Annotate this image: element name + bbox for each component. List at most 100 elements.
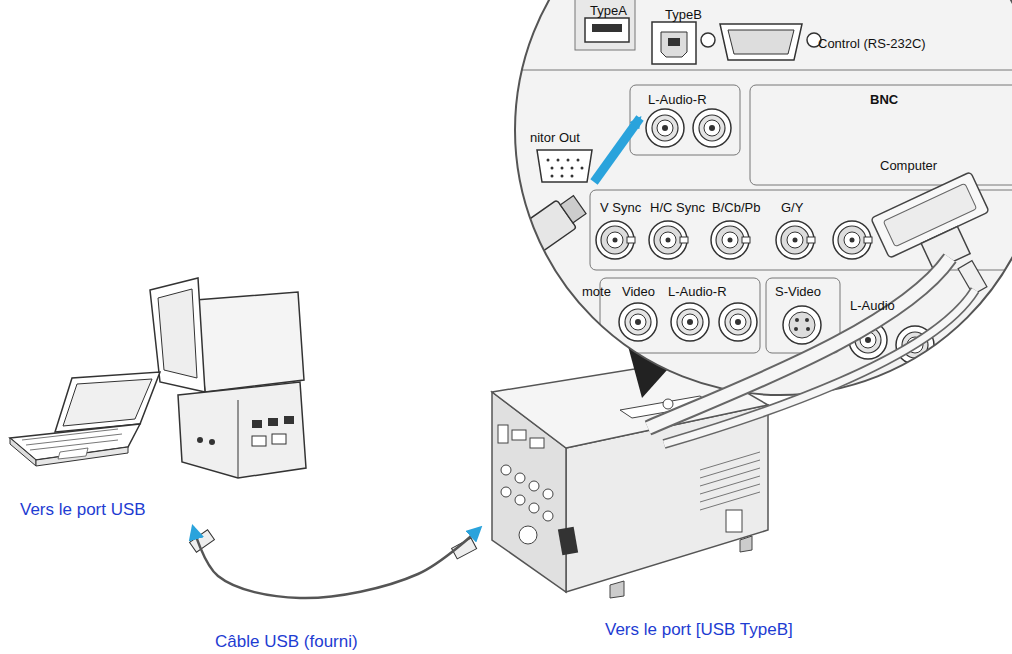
port-caption: Vers le port [USB TypeB] — [605, 620, 793, 640]
zoom-view-part — [776, 221, 815, 259]
zoom-view-part-part — [462, 242, 521, 291]
zoom-view-part — [833, 221, 872, 259]
laptop-part — [26, 434, 122, 445]
zoom-view-part — [661, 32, 687, 57]
zoom-view-part — [619, 303, 657, 341]
zoom-view-part — [701, 33, 715, 47]
zoom-view-part — [567, 159, 570, 162]
laptop-part — [36, 447, 128, 466]
connector-label: TypeA — [590, 3, 627, 18]
projector-part — [501, 487, 511, 497]
zoom-view-part — [750, 85, 1012, 185]
zoom-view-part — [671, 303, 709, 341]
zoom-view-part — [711, 221, 750, 259]
projector-part — [726, 510, 742, 532]
projector-part — [501, 465, 511, 475]
usb-cable — [193, 527, 480, 598]
connector-label: L-Audio-R — [648, 92, 707, 107]
zoom-view-part — [594, 118, 640, 182]
projector-part — [519, 526, 537, 544]
projector-part — [512, 430, 526, 440]
zoom-view-part — [571, 167, 574, 170]
zoom-view-part — [719, 303, 757, 341]
connector-label: Control (RS-232C) — [818, 36, 926, 51]
zoom-view-part — [515, 0, 1012, 395]
cables-part — [664, 290, 975, 444]
zoom-view-part — [806, 327, 810, 331]
zoom-view-part — [592, 24, 622, 32]
zoom-view-part — [551, 167, 554, 170]
laptop-part — [10, 438, 36, 466]
projector-part — [700, 452, 760, 470]
laptop-part — [22, 429, 118, 440]
projector-part — [700, 460, 760, 478]
projector-part — [529, 481, 539, 491]
projector-part — [663, 399, 673, 409]
crt-monitor-part — [252, 436, 266, 446]
zoom-view-part — [720, 24, 802, 60]
zoom-view-part — [581, 167, 584, 170]
crt-monitor — [150, 278, 306, 478]
zoom-view-part — [577, 159, 580, 162]
laptop-part — [30, 440, 118, 450]
zoom-view-part — [551, 175, 554, 178]
crt-monitor-part — [238, 400, 239, 478]
usb-plug — [190, 530, 477, 559]
usb-plug-part — [190, 530, 215, 552]
connector-label: TypeB — [665, 7, 702, 22]
projector-part — [498, 425, 508, 443]
zoom-view-part — [596, 221, 635, 259]
connector-label: H/C Sync — [650, 200, 705, 215]
projector-part — [700, 476, 760, 494]
crt-monitor-part — [197, 437, 203, 443]
connector-label: B/Cb/Pb — [712, 200, 760, 215]
laptop-part — [63, 379, 152, 426]
crt-monitor-part — [284, 416, 294, 424]
connector-label: S-Video — [775, 284, 821, 299]
zoom-view-part — [575, 0, 635, 50]
zoom-view-part — [693, 109, 731, 147]
connector-label: V Sync — [600, 200, 641, 215]
zoom-view-part — [561, 167, 564, 170]
laptop — [10, 372, 160, 466]
zoom-view-part — [805, 318, 809, 322]
zoom-view-part — [652, 22, 696, 64]
zoom-view-part — [457, 191, 590, 298]
zoom-view-part — [668, 38, 680, 46]
connector-label: G/Y — [781, 200, 803, 215]
zoom-view-part — [728, 30, 794, 54]
connector-label: mote — [582, 284, 611, 299]
port-caption: Vers le port USB — [20, 500, 146, 520]
connector-label: L-Audio — [850, 298, 895, 313]
projector-part — [700, 468, 760, 486]
usb-plug-part-part — [190, 530, 215, 552]
zoom-view-part — [783, 306, 821, 344]
zoom-view-part — [537, 150, 592, 182]
projector-part — [543, 511, 553, 521]
zoom-view-part — [649, 221, 688, 259]
zoom-view-part — [520, 70, 1012, 71]
cables — [648, 258, 975, 444]
zoom-view-part-part — [560, 196, 586, 223]
zoom-view-part — [795, 318, 799, 322]
projector-part — [558, 527, 578, 555]
connector-label: BNC — [870, 92, 898, 107]
projector-part — [700, 492, 760, 510]
projector-node: Vers le port [USB TypeB] — [480, 300, 900, 645]
projector-part — [530, 438, 544, 448]
projector-part — [515, 473, 525, 483]
laptop-part — [58, 448, 88, 459]
crt-monitor-part — [158, 289, 197, 378]
zoom-view-part — [571, 175, 574, 178]
laptop-part — [55, 372, 160, 432]
usb-plug-part-part — [452, 538, 477, 559]
connector-label: Computer — [880, 158, 937, 173]
cable-label: Câble USB (fourni) — [215, 632, 358, 652]
projector-part — [610, 581, 624, 598]
usb-plug-part — [452, 538, 477, 559]
zoom-view-part — [585, 18, 629, 42]
